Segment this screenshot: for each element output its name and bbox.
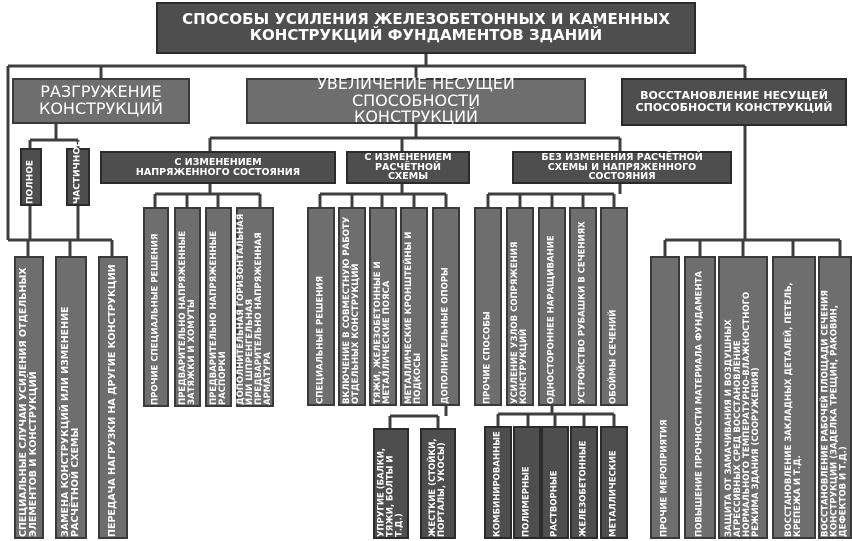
none-item-1-label: УСИЛЕНИЕ УЗЛОВ СОПРЯЖЕНИЯ КОНСТРУКЦИЙ bbox=[510, 241, 529, 404]
material-item-2: РАСТВОРНЫЕ bbox=[541, 426, 569, 539]
subgroup-scheme: С ИЗМЕНЕНИЕМ РАСЧЁТНОЙ СХЕМЫ bbox=[346, 151, 470, 184]
stress-item-0-label: ПРОЧИЕ СПЕЦИАЛЬНЫЕ РЕШЕНИЯ bbox=[150, 233, 161, 405]
restore-item-1: ПОВЫШЕНИЕ ПРОЧНОСТИ МАТЕРИАЛА ФУНДАМЕНТА bbox=[684, 256, 716, 539]
group-restore-label: ВОССТАНОВЛЕНИЕ НЕСУЩЕЙ СПОСОБНОСТИ КОНСТ… bbox=[635, 89, 833, 114]
material-item-1-label: ПОЛИМЕРНЫЕ bbox=[521, 466, 532, 537]
stress-item-3: ДОПОЛНИТЕЛЬНАЯ ГОРИЗОНТАЛЬНАЯ ИЛИ ШПРЕНГ… bbox=[236, 207, 274, 407]
material-item-2-label: РАСТВОРНЫЕ bbox=[549, 470, 560, 537]
group-increase-label: УВЕЛИЧЕНИЕ НЕСУЩЕЙ СПОСОБНОСТИ КОНСТРУКЦ… bbox=[317, 73, 515, 127]
none-item-4-label: ОБОЙМЫ СЕЧЕНИЙ bbox=[608, 309, 619, 404]
none-item-0-label: ПРОЧИЕ СПОСОБЫ bbox=[482, 311, 493, 404]
subgroup-none-label: БЕЗ ИЗМЕНЕНИЯ РАСЧЁТНОЙ СХЕМЫ И НАПРЯЖЕН… bbox=[541, 151, 703, 183]
support-item-rigid-label: ЖЕСТКИЕ (СТОЙКИ, ПОРТАЛЫ, УКОСЫ) bbox=[428, 438, 447, 537]
none-item-3: УСТРОЙСТВО РУБАШКИ В СЕЧЕНИЯХ bbox=[569, 207, 597, 406]
restore-item-4: ВОССТАНОВЛЕНИЕ РАБОЧЕЙ ПЛОЩАДИ СЕЧЕНИЯ К… bbox=[818, 256, 852, 539]
restore-item-2: ЗАЩИТА ОТ ЗАМАЧИВАНИЯ И ВОЗДУШНЫХ АГРЕСС… bbox=[718, 256, 768, 539]
stress-item-0: ПРОЧИЕ СПЕЦИАЛЬНЫЕ РЕШЕНИЯ bbox=[143, 207, 169, 407]
none-item-2: ОДНОСТОРОННЕЕ НАРАЩИВАНИЕ bbox=[538, 207, 566, 406]
scheme-item-3: МЕТАЛЛИЧЕСКИЕ КРОНШТЕЙНЫ И ПОДКОСЫ bbox=[400, 207, 428, 406]
diagram-title: СПОСОБЫ УСИЛЕНИЯ ЖЕЛЕЗОБЕТОННЫХ И КАМЕНН… bbox=[156, 2, 696, 54]
restore-item-2-label: ЗАЩИТА ОТ ЗАМАЧИВАНИЯ И ВОЗДУШНЫХ АГРЕСС… bbox=[724, 291, 761, 537]
support-item-elastic: УПРУГИЕ (БАЛКИ, ТЯЖИ, БОЛТЫ И Т.Д.) bbox=[373, 428, 409, 539]
restore-item-1-label: ПОВЫШЕНИЕ ПРОЧНОСТИ МАТЕРИАЛА ФУНДАМЕНТА bbox=[694, 271, 705, 537]
material-item-4: МЕТАЛЛИЧЕСКИЕ bbox=[600, 426, 628, 539]
unloading-item-special-label: СПЕЦИАЛЬНЫЕ СЛУЧАИ УСИЛЕНИЯ ОТДЕЛЬНЫХ ЭЛ… bbox=[18, 267, 39, 537]
none-item-4: ОБОЙМЫ СЕЧЕНИЙ bbox=[600, 207, 628, 406]
group-unloading: РАЗГРУЖЕНИЕ КОНСТРУКЦИЙ bbox=[12, 78, 190, 124]
support-item-rigid: ЖЕСТКИЕ (СТОЙКИ, ПОРТАЛЫ, УКОСЫ) bbox=[420, 428, 456, 539]
unloading-item-special: СПЕЦИАЛЬНЫЕ СЛУЧАИ УСИЛЕНИЯ ОТДЕЛЬНЫХ ЭЛ… bbox=[14, 256, 44, 539]
scheme-item-1-label: ВКЛЮЧЕНИЕ В СОВМЕСТНУЮ РАБОТУ ОТДЕЛЬНЫХ … bbox=[342, 216, 361, 404]
material-item-3-label: ЖЕЛЕЗОБЕТОННЫЕ bbox=[578, 440, 589, 538]
scheme-item-0: СПЕЦИАЛЬНЫЕ РЕШЕНИЯ bbox=[307, 207, 335, 406]
restore-item-4-label: ВОССТАНОВЛЕНИЕ РАБОЧЕЙ ПЛОЩАДИ СЕЧЕНИЯ К… bbox=[820, 290, 849, 537]
scheme-item-2: ТЯЖИ, ЖЕЛЕЗОБЕТОННЫЕ И МЕТАЛЛИЧЕСКИЕ ПОЯ… bbox=[369, 207, 397, 406]
scheme-item-4: ДОПОЛНИТЕЛЬНЫЕ ОПОРЫ bbox=[432, 207, 460, 406]
none-item-3-label: УСТРОЙСТВО РУБАШКИ В СЕЧЕНИЯХ bbox=[577, 221, 588, 404]
stress-item-2: ПРЕДВАРИТЕЛЬНО НАПРЯЖЕННЫЕ РАСПОРКИ bbox=[205, 207, 232, 407]
group-increase: УВЕЛИЧЕНИЕ НЕСУЩЕЙ СПОСОБНОСТИ КОНСТРУКЦ… bbox=[246, 73, 586, 127]
unloading-type-partial: ЧАСТИЧНОЕ bbox=[66, 140, 90, 206]
unloading-type-full-label: ПОЛНОЕ bbox=[25, 160, 36, 204]
material-item-4-label: МЕТАЛЛИЧЕСКИЕ bbox=[608, 450, 619, 537]
unloading-item-replace-label: ЗАМЕНА КОНСТРУКЦИЙ ИЛИ ИЗМЕНЕНИЕ РАСЧЁТН… bbox=[60, 306, 81, 537]
restore-item-3-label: ВОССТАНОВЛЕНИЕ ЗАКЛАДНЫХ ДЕТАЛЕЙ, ПЕТЕЛЬ… bbox=[784, 282, 803, 537]
unloading-item-transfer-label: ПЕРЕДАЧА НАГРУЗКИ НА ДРУГИЕ КОНСТРУКЦИИ bbox=[107, 264, 119, 537]
scheme-item-4-label: ДОПОЛНИТЕЛЬНЫЕ ОПОРЫ bbox=[440, 267, 451, 404]
subgroup-scheme-label: С ИЗМЕНЕНИЕМ РАСЧЁТНОЙ СХЕМЫ bbox=[364, 151, 452, 183]
subgroup-stress: С ИЗМЕНЕНИЕМ НАПРЯЖЕННОГО СОСТОЯНИЯ bbox=[100, 151, 336, 184]
stress-item-2-label: ПРЕДВАРИТЕЛЬНО НАПРЯЖЕННЫЕ РАСПОРКИ bbox=[208, 230, 228, 405]
support-item-elastic-label: УПРУГИЕ (БАЛКИ, ТЯЖИ, БОЛТЫ И Т.Д.) bbox=[376, 447, 405, 537]
unloading-type-partial-label: ЧАСТИЧНОЕ bbox=[72, 140, 83, 204]
stress-item-1: ПРЕДВАРИТЕЛЬНО НАПРЯЖЕННЫЕ ЗАТЯЖКИ И ХОМ… bbox=[174, 207, 201, 407]
scheme-item-3-label: МЕТАЛЛИЧЕСКИЕ КРОНШТЕЙНЫ И ПОДКОСЫ bbox=[404, 231, 423, 404]
material-item-0-label: КОМБИНИРОВАННЫЕ bbox=[492, 431, 503, 537]
none-item-0: ПРОЧИЕ СПОСОБЫ bbox=[474, 207, 502, 406]
unloading-type-full: ПОЛНОЕ bbox=[20, 148, 42, 206]
material-item-3: ЖЕЛЕЗОБЕТОННЫЕ bbox=[570, 426, 598, 539]
none-item-2-label: ОДНОСТОРОННЕЕ НАРАЩИВАНИЕ bbox=[546, 235, 557, 404]
unloading-item-replace: ЗАМЕНА КОНСТРУКЦИЙ ИЛИ ИЗМЕНЕНИЕ РАСЧЁТН… bbox=[55, 256, 87, 539]
restore-item-3: ВОССТАНОВЛЕНИЕ ЗАКЛАДНЫХ ДЕТАЛЕЙ, ПЕТЕЛЬ… bbox=[772, 256, 816, 539]
scheme-item-2-label: ТЯЖИ, ЖЕЛЕЗОБЕТОННЫЕ И МЕТАЛЛИЧЕСКИЕ ПОЯ… bbox=[373, 261, 392, 404]
material-item-0: КОМБИНИРОВАННЫЕ bbox=[484, 426, 512, 539]
restore-item-0-label: ПРОЧИЕ МЕРОПРИЯТИЯ bbox=[659, 419, 670, 538]
diagram-title-text: СПОСОБЫ УСИЛЕНИЯ ЖЕЛЕЗОБЕТОННЫХ И КАМЕНН… bbox=[182, 10, 670, 44]
scheme-item-0-label: СПЕЦИАЛЬНЫЕ РЕШЕНИЯ bbox=[315, 275, 326, 404]
group-restore: ВОССТАНОВЛЕНИЕ НЕСУЩЕЙ СПОСОБНОСТИ КОНСТ… bbox=[621, 78, 847, 126]
stress-item-3-label: ДОПОЛНИТЕЛЬНАЯ ГОРИЗОНТАЛЬНАЯ ИЛИ ШПРЕНГ… bbox=[236, 213, 273, 405]
group-unloading-label: РАЗГРУЖЕНИЕ КОНСТРУКЦИЙ bbox=[38, 82, 164, 118]
scheme-item-1: ВКЛЮЧЕНИЕ В СОВМЕСТНУЮ РАБОТУ ОТДЕЛЬНЫХ … bbox=[338, 207, 366, 406]
material-item-1: ПОЛИМЕРНЫЕ bbox=[513, 426, 541, 539]
subgroup-stress-label: С ИЗМЕНЕНИЕМ НАПРЯЖЕННОГО СОСТОЯНИЯ bbox=[135, 156, 301, 178]
stress-item-1-label: ПРЕДВАРИТЕЛЬНО НАПРЯЖЕННЫЕ ЗАТЯЖКИ И ХОМ… bbox=[177, 230, 197, 405]
none-item-1: УСИЛЕНИЕ УЗЛОВ СОПРЯЖЕНИЯ КОНСТРУКЦИЙ bbox=[506, 207, 534, 406]
unloading-item-transfer: ПЕРЕДАЧА НАГРУЗКИ НА ДРУГИЕ КОНСТРУКЦИИ bbox=[98, 256, 128, 539]
restore-item-0: ПРОЧИЕ МЕРОПРИЯТИЯ bbox=[650, 256, 680, 539]
subgroup-none: БЕЗ ИЗМЕНЕНИЯ РАСЧЁТНОЙ СХЕМЫ И НАПРЯЖЕН… bbox=[512, 151, 732, 184]
